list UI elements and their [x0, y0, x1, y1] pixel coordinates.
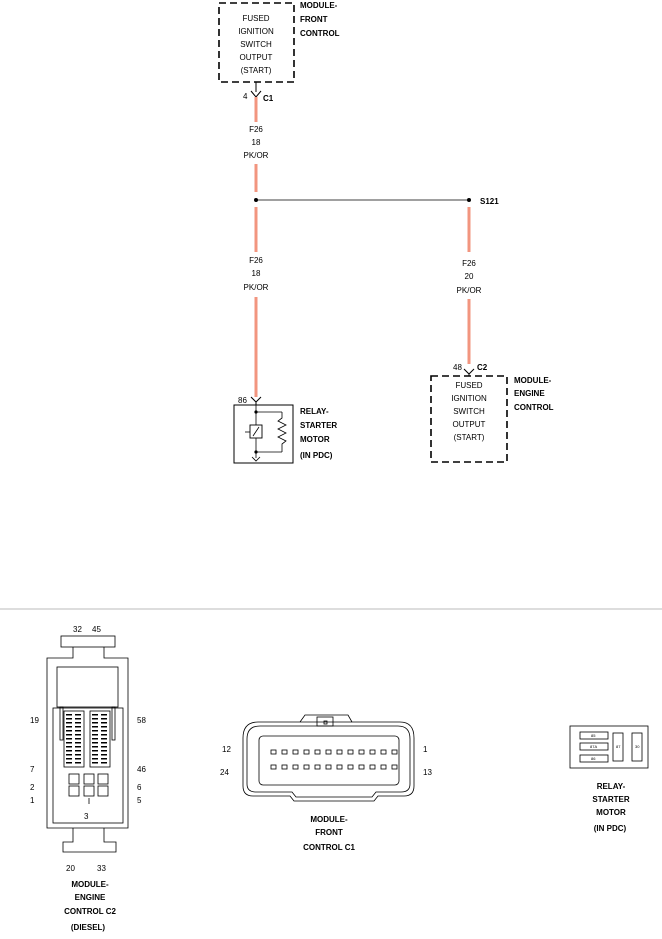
- splice-node-right: [467, 198, 471, 202]
- fcm-c1-pin-12: 12: [222, 745, 231, 754]
- ecm-function-line-5: (START): [454, 433, 485, 442]
- ecm-c2-title-line-1: MODULE-: [71, 880, 109, 889]
- wire-lower-left-color: PK/OR: [244, 283, 269, 292]
- fcm-function-line-2: IGNITION: [238, 27, 274, 36]
- wire-lower-right-segment-a: [467, 207, 471, 252]
- ecm-c2-title-line-2: ENGINE: [75, 893, 106, 902]
- wire-lower-right-gauge: 20: [465, 272, 474, 281]
- relay-view-title-line-3: MOTOR: [596, 808, 626, 817]
- relay-terminal-85: 85: [591, 733, 596, 738]
- ecm-c2-pin-5: 5: [137, 796, 142, 805]
- ecm-function-line-2: IGNITION: [451, 394, 487, 403]
- ecm-c2-pin-19: 19: [30, 716, 39, 725]
- relay-terminal-87: 87: [616, 744, 621, 749]
- wire-upper-gauge: 18: [252, 138, 261, 147]
- ecm-name-line-2: ENGINE: [514, 389, 545, 398]
- relay-name-line-1: RELAY-: [300, 407, 329, 416]
- ecm-c2-pin-2: 2: [30, 783, 35, 792]
- relay-view-title-line-2: STARTER: [592, 795, 629, 804]
- wire-lower-left-segment-a: [254, 207, 258, 252]
- ecm-c2-pin-7: 7: [30, 765, 35, 774]
- wire-lower-right-circuit: F26: [462, 259, 476, 268]
- fcm-c1-pin-13: 13: [423, 768, 432, 777]
- ecm-c2-pin-6: 6: [137, 783, 142, 792]
- relay-terminal-layout: [569, 725, 649, 769]
- fcm-connector-id: C1: [263, 94, 274, 103]
- relay-coil-icon: [245, 405, 287, 462]
- wire-lower-right-color: PK/OR: [457, 286, 482, 295]
- relay-name-line-2: STARTER: [300, 421, 337, 430]
- wire-lower-left-circuit: F26: [249, 256, 263, 265]
- ecm-c2-pin-46: 46: [137, 765, 146, 774]
- relay-pin-connector-symbol: [250, 396, 262, 403]
- relay-name-line-4: (IN PDC): [300, 451, 333, 460]
- ecm-c2-connector-face: [46, 635, 129, 853]
- relay-pin-number: 86: [238, 396, 247, 405]
- ecm-c2-pin-32: 32: [73, 625, 82, 634]
- ecm-function-line-4: OUTPUT: [453, 420, 486, 429]
- engine-control-module-box: [430, 375, 508, 463]
- ecm-c2-pin-cavities: [66, 714, 107, 764]
- fcm-function-line-3: SWITCH: [240, 40, 272, 49]
- ecm-c2-pin-20: 20: [66, 864, 75, 873]
- fcm-name-line-1: MODULE-: [300, 1, 338, 10]
- fcm-name-line-3: CONTROL: [300, 29, 340, 38]
- ecm-c2-pin-58: 58: [137, 716, 146, 725]
- relay-terminal-30: 30: [635, 744, 640, 749]
- wire-lower-left-gauge: 18: [252, 269, 261, 278]
- ecm-pin-number: 48: [453, 363, 462, 372]
- fcm-pin-number: 4: [243, 92, 248, 101]
- ecm-c2-pin-33: 33: [97, 864, 106, 873]
- relay-terminal-87a: 87A: [590, 744, 597, 749]
- ecm-function-line-1: FUSED: [455, 381, 482, 390]
- relay-name-line-3: MOTOR: [300, 435, 330, 444]
- relay-view-title-line-1: RELAY-: [597, 782, 626, 791]
- ecm-c2-title-line-3: CONTROL C2: [64, 907, 116, 916]
- fcm-c1-pin-cavities: [270, 749, 398, 770]
- ecm-function-line-3: SWITCH: [453, 407, 485, 416]
- wire-upper-circuit: F26: [249, 125, 263, 134]
- ecm-c2-pin-45: 45: [92, 625, 101, 634]
- relay-terminal-86: 86: [591, 756, 596, 761]
- ecm-c2-pin-3: 3: [84, 812, 89, 821]
- wire-upper-segment-a: [254, 97, 258, 122]
- ecm-connector-id: C2: [477, 363, 488, 372]
- fcm-c1-connector-face: [242, 714, 415, 802]
- relay-view-title-line-4: (IN PDC): [594, 824, 627, 833]
- ecm-c2-title-line-4: (DIESEL): [71, 923, 106, 932]
- wire-lower-right-segment-b: [467, 299, 471, 364]
- fcm-c1-pin-1: 1: [423, 745, 428, 754]
- wire-upper-segment-b: [254, 164, 258, 192]
- ecm-c2-pin-1: 1: [30, 796, 35, 805]
- fcm-c1-title-line-3: CONTROL C1: [303, 843, 355, 852]
- fcm-name-line-2: FRONT: [300, 15, 328, 24]
- ecm-pin-connector-symbol: [463, 368, 475, 375]
- wire-lower-left-segment-b: [254, 297, 258, 397]
- ecm-name-line-1: MODULE-: [514, 376, 552, 385]
- fcm-function-line-1: FUSED: [242, 14, 269, 23]
- fcm-function-line-5: (START): [241, 66, 272, 75]
- ecm-name-line-3: CONTROL: [514, 403, 554, 412]
- fcm-c1-title-line-1: MODULE-: [310, 815, 348, 824]
- relay-box: [233, 404, 294, 464]
- wire-upper-color: PK/OR: [244, 151, 269, 160]
- fcm-c1-title-line-2: FRONT: [315, 828, 343, 837]
- fcm-c1-pin-24: 24: [220, 768, 229, 777]
- splice-id: S121: [480, 197, 499, 206]
- fcm-function-line-4: OUTPUT: [240, 53, 273, 62]
